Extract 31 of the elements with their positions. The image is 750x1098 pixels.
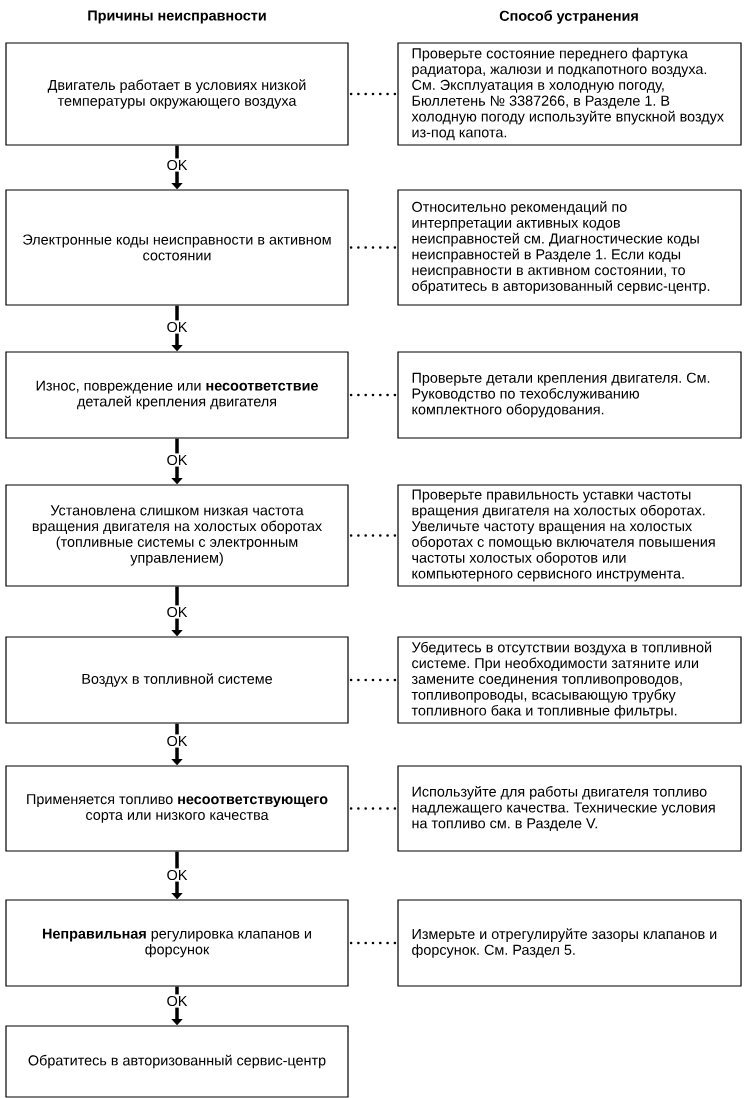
edge-label: OK bbox=[165, 453, 189, 467]
process-box: Воздух в топливной системе bbox=[5, 636, 349, 724]
note-box: Используйте для работы двигателя топливо надлежащего качества. Технические условия на топливо см. в Разделе V. bbox=[397, 765, 742, 852]
edge-label: OK bbox=[165, 320, 189, 334]
edge-label: OK bbox=[165, 158, 189, 172]
edge-label: OK bbox=[165, 994, 189, 1008]
column-heading: Способ устранения bbox=[499, 10, 638, 24]
column-heading: Причины неисправности bbox=[88, 10, 266, 24]
edge-label: OK bbox=[165, 734, 189, 748]
process-box: Применяется топливо несоответствующего сорта или низкого качества bbox=[5, 765, 349, 852]
process-box: Неправильная регулировка клапанов и форсунок bbox=[5, 899, 349, 987]
process-box: Двигатель работает в условиях низкой температуры окружающего воздуха bbox=[5, 42, 349, 146]
process-box: Износ, повреждение или несоответствие деталей крепления двигателя bbox=[5, 351, 349, 439]
process-box: Обратитесь в авторизованный сервис-центр bbox=[5, 1025, 349, 1098]
note-box: Проверьте правильность уставки частоты вращения двигателя на холостых оборотах. Увеличьте частоту вращения на холостых оборотах с помощью включателя повышения частоты холостых оборотов или компьютерного сервисного инструмента. bbox=[397, 484, 742, 587]
edge-label: OK bbox=[165, 868, 189, 882]
dotted-line bbox=[349, 807, 397, 810]
dotted-line bbox=[349, 678, 397, 682]
process-box: Установлена слишком низкая частота вращения двигателя на холостых оборотах (топливные системы с электронным управлением) bbox=[5, 484, 349, 587]
note-box: Убедитесь в отсутствии воздуха в топливной системе. При необходимости затяните или замените соединения топливопроводов, топливопроводы, всасывающую трубку топливного бака и топливные фильтры. bbox=[397, 636, 742, 724]
dotted-line bbox=[349, 246, 397, 249]
dotted-line bbox=[349, 534, 397, 537]
dotted-line bbox=[349, 92, 397, 96]
edge-label: OK bbox=[165, 605, 189, 619]
note-box: Измерьте и отрегулируйте зазоры клапанов и форсунок. См. Раздел 5. bbox=[397, 899, 742, 987]
process-box: Электронные коды неисправности в активном состоянии bbox=[5, 189, 349, 306]
note-box: Относительно рекомендаций по интерпретации активных кодов неисправностей см. Диагностические коды неисправностей в Разделе 1. Если коды неисправности в активном состоянии, то обратитесь в авторизованный сервис-центр. bbox=[397, 189, 742, 306]
note-box: Проверьте состояние переднего фартука радиатора, жалюзи и подкапотного воздуха. См. Эксплуатация в холодную погоду, Бюллетень № 3387266, в Разделе 1. В холодную погоду используйте впускной воздух из-под капота. bbox=[397, 42, 742, 146]
dotted-line bbox=[349, 941, 397, 945]
dotted-line bbox=[349, 393, 397, 397]
note-box: Проверьте детали крепления двигателя. См. Руководство по техобслуживанию комплектного оборудования. bbox=[397, 351, 742, 439]
